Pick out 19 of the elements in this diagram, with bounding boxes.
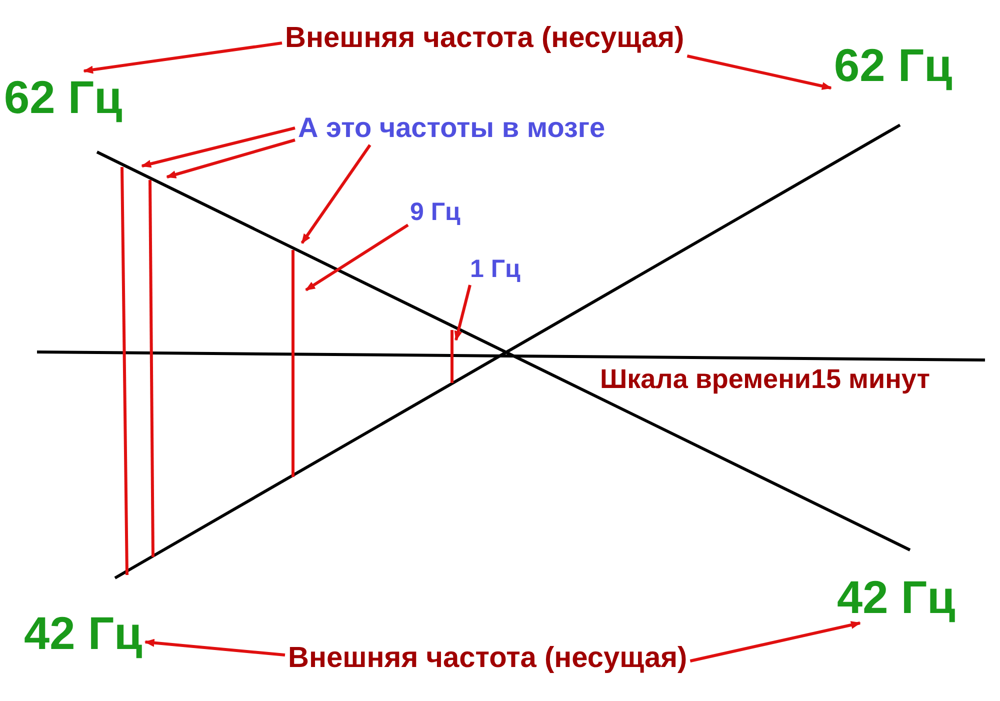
frequency-label: 9 Гц — [410, 200, 460, 225]
arrow — [300, 144, 372, 244]
note-text: Внешняя частота (несущая) — [285, 24, 684, 53]
arrow — [141, 126, 296, 168]
arrow — [454, 284, 472, 341]
frequency-label: 62 Гц — [834, 42, 952, 88]
frequency-label: 62 Гц — [4, 74, 122, 120]
arrow — [305, 224, 409, 292]
arrow — [144, 638, 286, 656]
note-text: Внешняя частота (несущая) — [288, 644, 688, 673]
axis-label: Шкала времени15 минут — [600, 366, 930, 393]
arrow — [83, 42, 282, 74]
frequency-label: 1 Гц — [470, 257, 520, 282]
arrow — [166, 138, 296, 178]
annotation-text: А это частоты в мозге — [298, 114, 606, 142]
frequency-label: 42 Гц — [837, 574, 956, 620]
arrow — [686, 54, 832, 90]
frequency-label: 42 Гц — [24, 610, 142, 656]
arrow — [690, 621, 861, 662]
